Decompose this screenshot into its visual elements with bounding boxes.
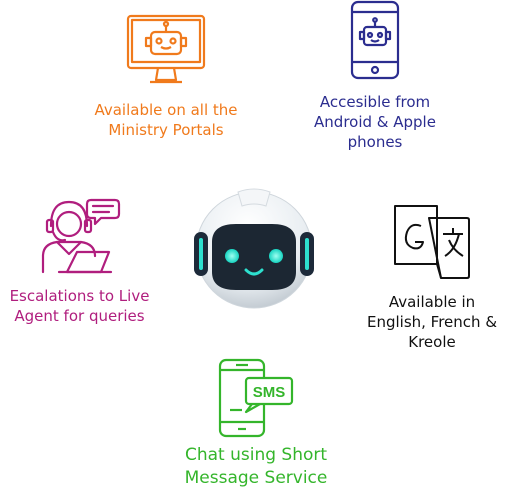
- translate-icon: [394, 205, 470, 279]
- feature-portals: Available on all the Ministry Portals: [90, 14, 242, 140]
- portals-caption: Available on all the Ministry Portals: [94, 101, 238, 139]
- sms-caption: Chat using Short Message Service: [184, 445, 328, 488]
- robot-mascot: [190, 182, 318, 312]
- sms-phone-icon: SMS: [218, 358, 294, 438]
- support-agent-icon: [41, 198, 120, 274]
- sms-bubble-text: SMS: [253, 384, 286, 401]
- phones-caption: Accesible from Android & Apple phones: [314, 93, 436, 151]
- feature-languages: Available in English, French & Kreole: [362, 204, 502, 352]
- languages-caption: Available in English, French & Kreole: [366, 293, 498, 351]
- feature-escalation: Escalations to Live Agent for queries: [2, 196, 157, 326]
- escalation-caption: Escalations to Live Agent for queries: [9, 287, 150, 325]
- feature-phones: Accesible from Android & Apple phones: [305, 0, 445, 152]
- phone-bot-icon: [350, 0, 400, 80]
- robot-mascot-icon: [194, 188, 314, 309]
- feature-sms: SMS Chat using Short Message Service: [176, 358, 336, 490]
- monitor-bot-icon: [126, 14, 206, 84]
